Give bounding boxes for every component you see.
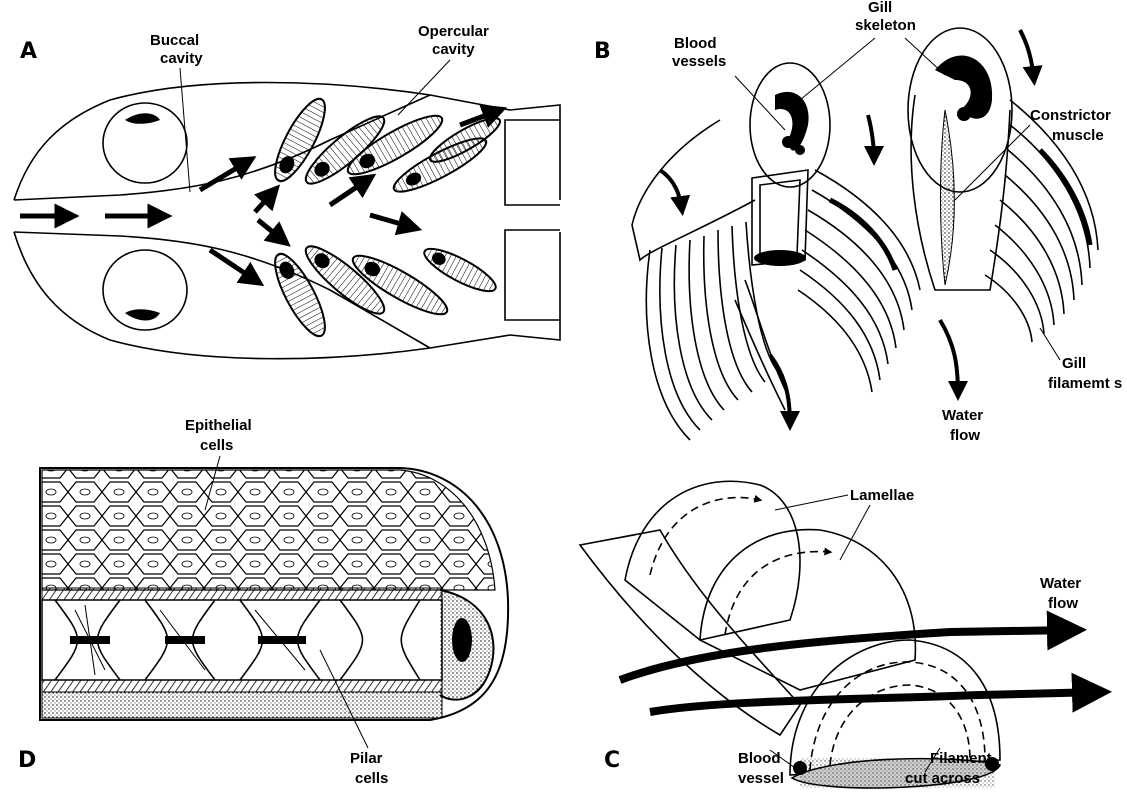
label-buccal-cavity-1: Buccal: [150, 32, 199, 49]
leader-gill-skeleton-1: [800, 38, 875, 100]
label-lamellae: Lamellae: [850, 487, 914, 504]
label-epithelial-cells-1: Epithelial: [185, 417, 252, 434]
panel-b: B: [594, 0, 1122, 444]
label-gill-filaments-1: Gill: [1062, 355, 1086, 372]
vessel-right-2: [970, 98, 982, 110]
label-blood-vessel-2: vessel: [738, 770, 784, 787]
gill-arches-lower: [266, 238, 500, 342]
panel-letter-a: A: [20, 39, 37, 64]
label-blood-vessels-2: vessels: [672, 53, 726, 70]
label-pilar-cells-1: Pilar: [350, 750, 383, 767]
label-gill-skeleton-2: skeleton: [855, 17, 916, 34]
label-gill-skeleton-1: Gill: [868, 0, 892, 16]
label-buccal-cavity-2: cavity: [160, 50, 203, 67]
basement-membrane-upper: [42, 588, 442, 600]
eye-upper-pupil: [125, 113, 160, 124]
label-constrictor-muscle-2: muscle: [1052, 127, 1104, 144]
vessel-right-1: [957, 107, 971, 121]
eye-lower-pupil: [125, 309, 160, 320]
panel-c: C Lamellae Water flow Blood vessel Filam…: [580, 481, 1100, 788]
vessel-left-1: [782, 136, 794, 148]
water-flow-arrow-c-lower: [650, 692, 1100, 712]
constrictor-muscle: [940, 110, 954, 285]
panel-letter-c: C: [604, 748, 620, 773]
arch-section-left: [750, 63, 830, 187]
label-pilar-cells-2: cells: [355, 770, 388, 787]
gill-filaments-middle: [798, 170, 920, 392]
epithelial-cell-layer: [42, 470, 495, 590]
gill-arch-left: [632, 120, 755, 260]
basement-membrane-lower: [42, 680, 442, 692]
label-water-flow-c-1: Water: [1040, 575, 1081, 592]
label-gill-filaments-2: filamemt s: [1048, 375, 1122, 392]
leader-lamellae-2: [840, 505, 870, 560]
label-filament-cut-1: Filament: [930, 750, 992, 767]
marginal-cell-nucleus: [452, 618, 472, 662]
lamella-1-flow: [650, 498, 760, 575]
label-water-flow-c-2: flow: [1048, 595, 1078, 612]
gill-arches-upper: [266, 93, 505, 200]
label-blood-vessels-1: Blood: [674, 35, 717, 52]
label-opercular-cavity-1: Opercular: [418, 23, 489, 40]
leader-lamellae-1: [775, 495, 848, 510]
water-flow-arrow-c-upper: [620, 630, 1075, 680]
opercular-slit-upper: [505, 120, 560, 205]
panel-letter-b: B: [594, 39, 611, 64]
label-water-flow-b-2: flow: [950, 427, 980, 444]
label-filament-cut-2: cut across: [905, 770, 980, 787]
leader-gill-filaments: [1040, 328, 1060, 360]
opercular-slit-lower: [505, 230, 560, 320]
panel-d: D Epithelial cells: [18, 417, 508, 787]
filament-cut-tube: [735, 170, 808, 410]
leader-constrictor-muscle: [955, 125, 1030, 200]
pilar-cell-row: [42, 600, 442, 680]
leader-gill-skeleton-2: [905, 38, 945, 75]
lamella-2: [700, 530, 915, 690]
panel-letter-d: D: [18, 748, 36, 773]
panel-a: A: [14, 23, 560, 359]
label-water-flow-b-1: Water: [942, 407, 983, 424]
label-opercular-cavity-2: cavity: [432, 41, 475, 58]
label-epithelial-cells-2: cells: [200, 437, 233, 454]
lower-epithelium: [42, 692, 442, 718]
label-constrictor-muscle-1: Constrictor: [1030, 107, 1111, 124]
leader-opercular-cavity: [398, 60, 450, 115]
vessel-left-2: [795, 145, 805, 155]
